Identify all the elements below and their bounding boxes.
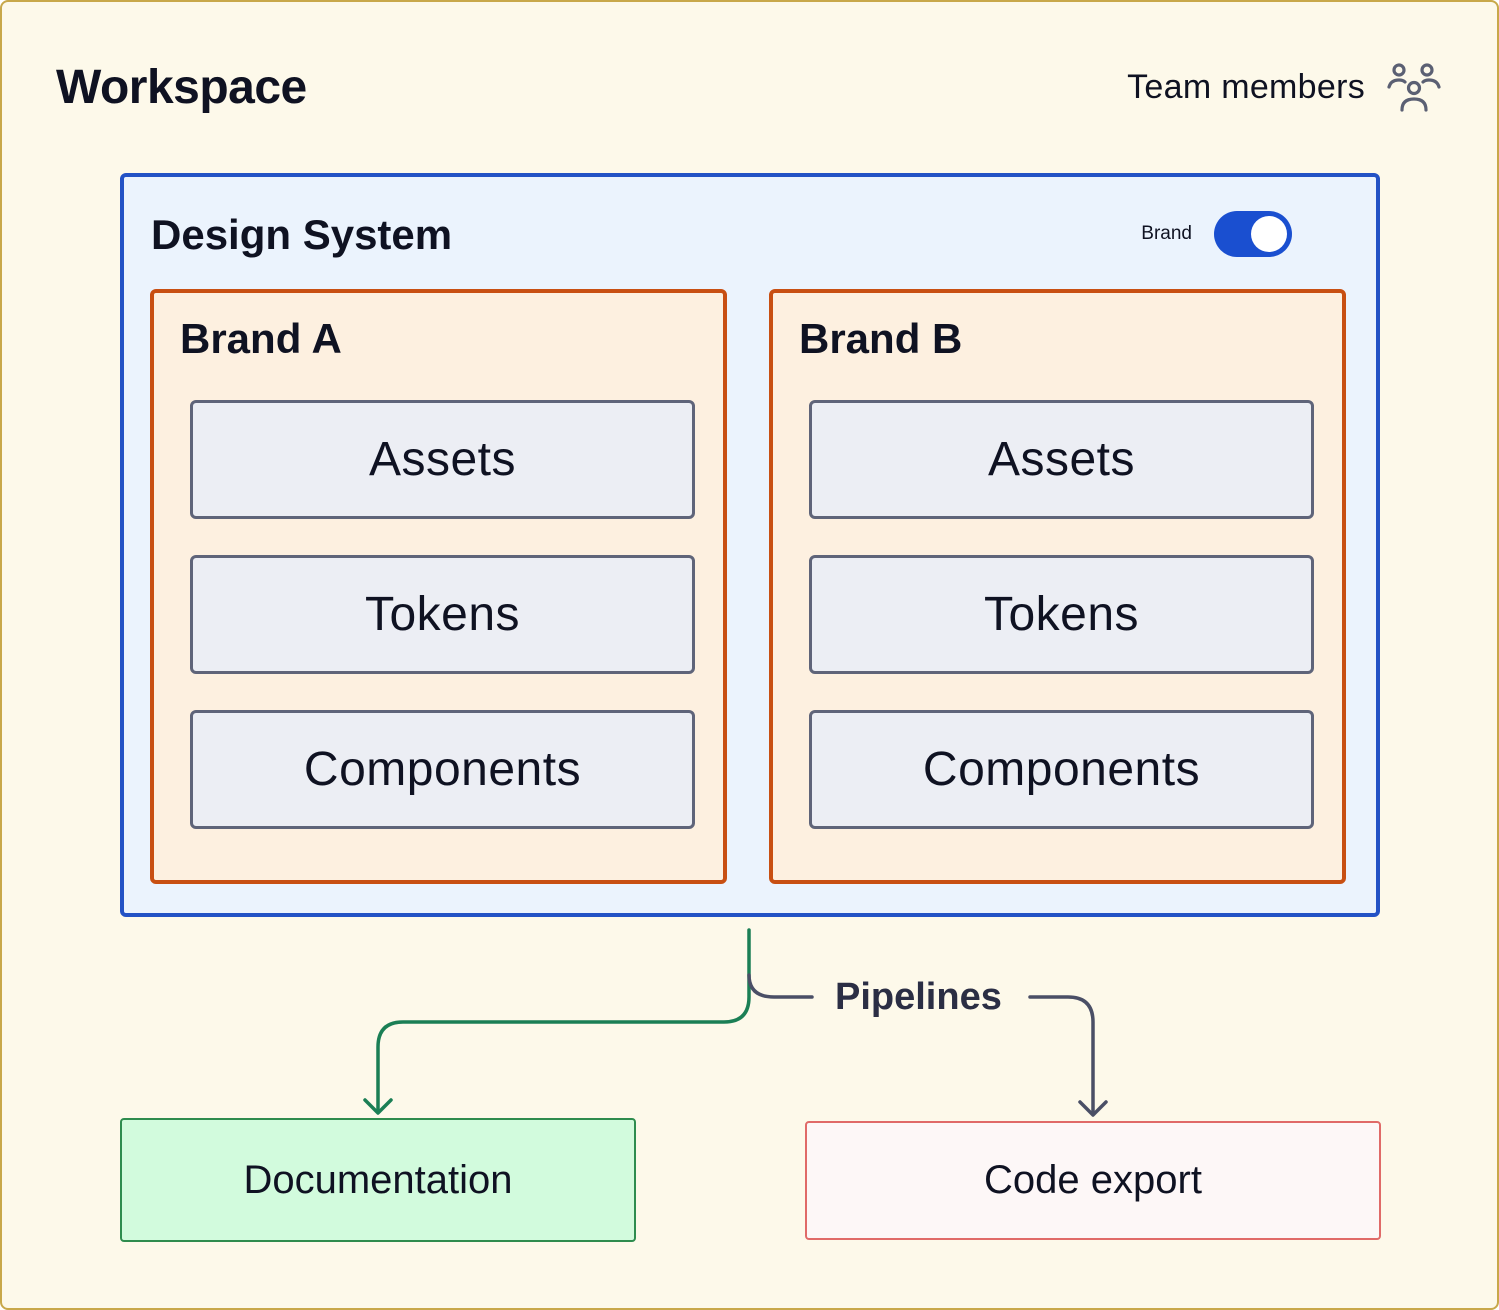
documentation-arrow: [376, 928, 751, 1114]
documentation-target[interactable]: Documentation: [120, 1118, 636, 1242]
code-export-arrowhead: [1078, 1100, 1108, 1117]
brand-a-title: Brand A: [180, 315, 342, 362]
workspace-title: Workspace: [56, 61, 307, 114]
brand-toggle-label: Brand: [1141, 223, 1192, 244]
brand-b-assets[interactable]: Assets: [809, 400, 1314, 519]
brand-b-tokens[interactable]: Tokens: [809, 555, 1314, 674]
design-system-title: Design System: [151, 211, 453, 258]
pipelines-label: Pipelines: [835, 976, 1002, 1018]
team-members-label: Team members: [1127, 67, 1365, 106]
team-members-icon: [1387, 63, 1441, 112]
brand-b-title: Brand B: [799, 315, 963, 362]
design-system-panel: Design System Brand Brand A Assets Token…: [120, 173, 1380, 917]
pipelines-stub-left: [747, 973, 814, 999]
brand-toggle-group: Brand: [1141, 211, 1292, 257]
brand-b-components[interactable]: Components: [809, 710, 1314, 829]
brand-b-card: Brand B Assets Tokens Components: [769, 289, 1346, 884]
brand-a-tokens[interactable]: Tokens: [190, 555, 695, 674]
team-members[interactable]: Team members: [1127, 60, 1441, 114]
brand-toggle[interactable]: [1214, 211, 1292, 257]
code-export-arrow: [1028, 995, 1095, 1116]
brand-a-components[interactable]: Components: [190, 710, 695, 829]
toggle-knob: [1251, 216, 1287, 252]
brand-a-card: Brand A Assets Tokens Components: [150, 289, 727, 884]
brand-a-assets[interactable]: Assets: [190, 400, 695, 519]
documentation-arrowhead: [363, 1098, 393, 1115]
code-export-target[interactable]: Code export: [805, 1121, 1381, 1240]
